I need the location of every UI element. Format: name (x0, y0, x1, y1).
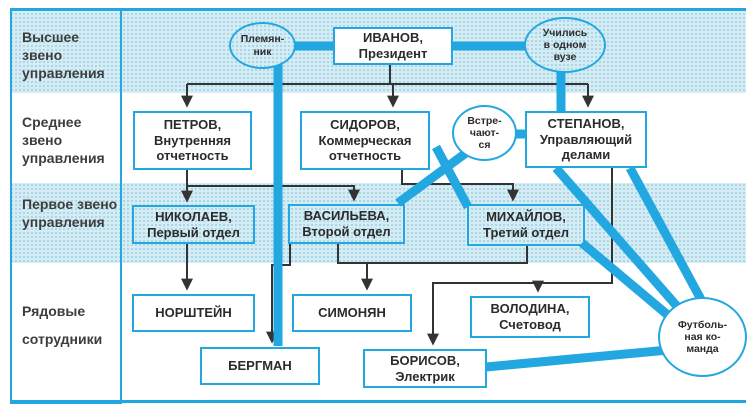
person-role: Коммерческая отчетность (318, 132, 412, 164)
person-name: БОРИСОВ, (390, 352, 460, 368)
ellipse-label-line: Футболь- (677, 318, 728, 331)
person-role: Первый отдел (147, 224, 240, 240)
person-name: НИКОЛАЕВ, (155, 208, 232, 224)
box-mikhailov: МИХАЙЛОВ, Третий отдел (467, 204, 585, 246)
level-label-middle: Среднее звено управления (22, 114, 105, 167)
level-label-first: Первое звено управления (22, 196, 118, 231)
ellipse-label-line: Встре- (467, 114, 502, 127)
ellipse-label-line: Учились (542, 26, 588, 39)
box-simonyan: СИМОНЯН (292, 294, 412, 332)
person-name: СИДОРОВ, (330, 117, 400, 133)
ellipse-label-line: чают- (469, 126, 500, 139)
person-role: Второй отдел (302, 224, 391, 239)
person-name: ПЕТРОВ, (163, 117, 222, 133)
box-sidorov: СИДОРОВ, Коммерческая отчетность (300, 111, 430, 170)
level-label-top: Высшее звено управления (22, 29, 105, 82)
management-levels-sidebar: Высшее звено управления Среднее звено уп… (10, 8, 122, 404)
bottom-frame-line (10, 400, 746, 403)
person-role: Третий отдел (483, 225, 569, 240)
box-ivanov: ИВАНОВ, Президент (333, 27, 453, 65)
ellipse-label-line: ся (478, 139, 491, 152)
box-borisov: БОРИСОВ, Электрик (363, 349, 487, 388)
ellipse-nephew: Племян- ник (229, 22, 296, 69)
box-vasilieva: ВАСИЛЬЕВА, Второй отдел (288, 204, 405, 244)
person-role: Управляющий делами (539, 131, 633, 163)
ellipse-same-university: Учились в одном вузе (524, 17, 606, 73)
person-name: СТЕПАНОВ, (547, 116, 625, 132)
ellipse-label-line: ник (253, 45, 272, 58)
person-name: ВАСИЛЬЕВА, (303, 208, 390, 224)
person-name: НОРШТЕЙН (155, 305, 232, 321)
ellipse-label-line: ная ко- (684, 330, 721, 343)
person-name: ВОЛОДИНА, (490, 301, 570, 317)
box-stepanov: СТЕПАНОВ, Управляющий делами (525, 111, 647, 168)
ellipse-label-line: манда (686, 343, 719, 356)
box-nikolaev: НИКОЛАЕВ, Первый отдел (132, 205, 255, 244)
box-petrov: ПЕТРОВ, Внутренняя отчетность (133, 111, 252, 170)
ellipse-dating: Встре- чают- ся (452, 105, 517, 161)
ellipse-football-team: Футболь- ная ко- манда (658, 297, 747, 377)
informal-borisov-football (485, 345, 669, 372)
level-label-staff: Рядовые сотрудники (22, 303, 103, 347)
person-name: БЕРГМАН (228, 358, 292, 374)
person-name: ИВАНОВ, (363, 30, 423, 46)
person-name: СИМОНЯН (318, 305, 386, 321)
person-role: Электрик (395, 368, 455, 384)
person-role: Внутренняя отчетность (153, 132, 232, 164)
person-role: Президент (358, 46, 428, 61)
box-volodina: ВОЛОДИНА, Счетовод (470, 296, 590, 338)
person-name: МИХАЙЛОВ, (486, 209, 566, 225)
box-bergman: БЕРГМАН (200, 347, 320, 385)
ellipse-label-line: вузе (553, 51, 577, 64)
box-norshtein: НОРШТЕЙН (132, 294, 255, 332)
person-role: Счетовод (499, 317, 561, 332)
ellipse-label-line: в одном (543, 38, 587, 51)
ellipse-label-line: Племян- (240, 33, 285, 46)
top-frame-line (10, 8, 746, 11)
